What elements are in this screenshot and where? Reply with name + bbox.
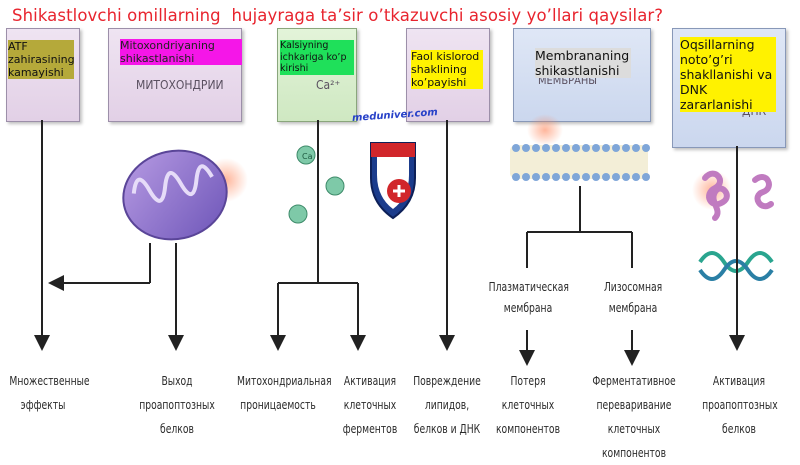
overlay-membrana: Membrananing shikastlanishi	[535, 48, 631, 78]
ca-ion-icon-3	[288, 204, 308, 224]
misfolded-protein-icon	[702, 170, 730, 221]
bottom-label-4: Активация клеточных ферментов	[342, 373, 398, 436]
overlay-kalsiy: Kalsiyning ichkariga ko’p kirishi	[280, 40, 354, 75]
bottom-label-1: Множественные эффекты	[9, 373, 90, 412]
overlay-atf: ATF zahirasining kamayishi	[8, 40, 75, 79]
box-mito-text: МИТОХОНДРИИ	[136, 78, 224, 92]
lipid-bilayer-icon	[510, 144, 650, 181]
diagram-canvas: Ca	[34, 114, 774, 366]
bottom-label-8: Активация проапоптозных белков	[702, 373, 778, 436]
lysosome-membrane-label: Лизосомная мембрана	[603, 279, 663, 315]
ca-ion-label: Ca	[302, 152, 313, 161]
overlay-kislorod: Faol kislorod shaklining ko’payishi	[411, 50, 483, 89]
overlay-mitoxondriya: Mitoxondriyaning shikastlanishi	[120, 39, 242, 65]
bottom-label-5: Повреждение липидов, белков и ДНК	[413, 373, 481, 436]
bottom-label-2: Выход проапоптозных белков	[139, 373, 215, 436]
box-calcium-text: Ca²⁺	[316, 78, 341, 92]
shield-icon	[370, 142, 416, 220]
ca-ion-icon-1	[296, 145, 316, 165]
misfolded-protein-icon-2	[752, 174, 774, 210]
bottom-label-7: Ферментативное переваривание клеточных к…	[592, 373, 676, 460]
slide-title: Shikastlovchi omillarning hujayraga ta’s…	[12, 6, 664, 25]
ca-ion-icon-2	[325, 176, 345, 196]
bottom-label-3: Митохондриальная проницаемость	[237, 373, 332, 412]
membrane-glow	[527, 114, 563, 146]
mitochondrion-icon	[122, 149, 228, 241]
overlay-oqsil: Oqsillarning noto’g’ri shakllanishi va D…	[680, 37, 776, 112]
bottom-label-6: Потеря клеточных компонентов	[495, 373, 561, 436]
plasma-membrane-label: Плазматическая мембрана	[488, 279, 569, 315]
